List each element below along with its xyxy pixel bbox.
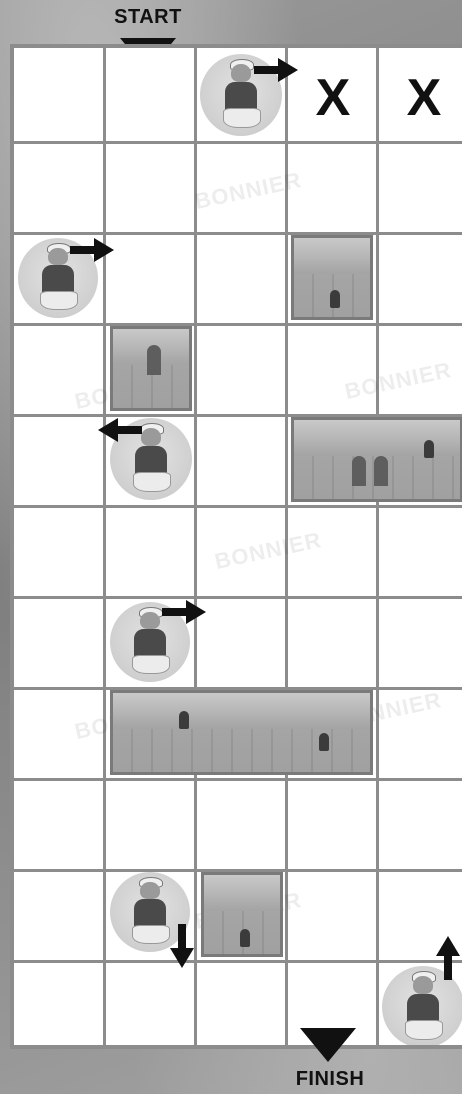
grid-line: [14, 141, 462, 144]
arrow-right-icon: [162, 600, 206, 624]
finish-label: FINISH: [280, 1068, 380, 1091]
head: [413, 976, 433, 994]
grid-line: [14, 323, 462, 326]
watermark: BONNIER: [342, 357, 453, 405]
arrow-up-icon: [436, 936, 460, 980]
grid-line: [14, 596, 462, 599]
head: [140, 882, 159, 900]
wall-block: [291, 235, 373, 320]
grid-line: [376, 48, 379, 1045]
grid-line: [14, 960, 462, 963]
arrow-down-icon: [170, 924, 194, 968]
grid-line: [14, 505, 462, 508]
pants: [132, 655, 169, 675]
grid-line: [285, 48, 288, 1045]
blocked-mark: X: [379, 72, 462, 124]
game-board: BONNIER BONNIER BONNIER BONNIER BONNIER …: [10, 44, 462, 1049]
wall-block: [291, 417, 462, 502]
window-icon: [352, 456, 366, 486]
keyhole-icon: [240, 929, 250, 947]
head: [140, 612, 159, 630]
head: [141, 428, 161, 446]
keyhole-icon: [179, 711, 189, 729]
wall-block: [110, 690, 373, 775]
keyhole-icon: [330, 290, 340, 308]
window-icon: [374, 456, 388, 486]
grid-line: [103, 48, 106, 1045]
keyhole-icon: [319, 733, 329, 751]
head: [48, 248, 67, 266]
pants: [40, 291, 77, 311]
grid-line: [194, 48, 197, 1045]
arrow-right-icon: [254, 58, 298, 82]
watermark: BONNIER: [212, 527, 323, 575]
pants: [223, 108, 261, 128]
keyhole-icon: [424, 440, 434, 458]
wall-texture: [113, 729, 370, 772]
blocked-mark: X: [288, 72, 378, 124]
wall-block: [201, 872, 283, 957]
grid-line: [14, 232, 462, 235]
grid-line: [14, 778, 462, 781]
window-icon: [147, 345, 161, 375]
start-label: START: [108, 6, 188, 29]
wall-block: [110, 326, 192, 411]
pants: [133, 472, 171, 492]
pants: [405, 1020, 443, 1040]
head: [231, 64, 251, 82]
arrow-right-icon: [70, 238, 114, 262]
finish-arrow-icon: [300, 1028, 356, 1062]
pants: [132, 925, 169, 945]
arrow-left-icon: [98, 418, 142, 442]
